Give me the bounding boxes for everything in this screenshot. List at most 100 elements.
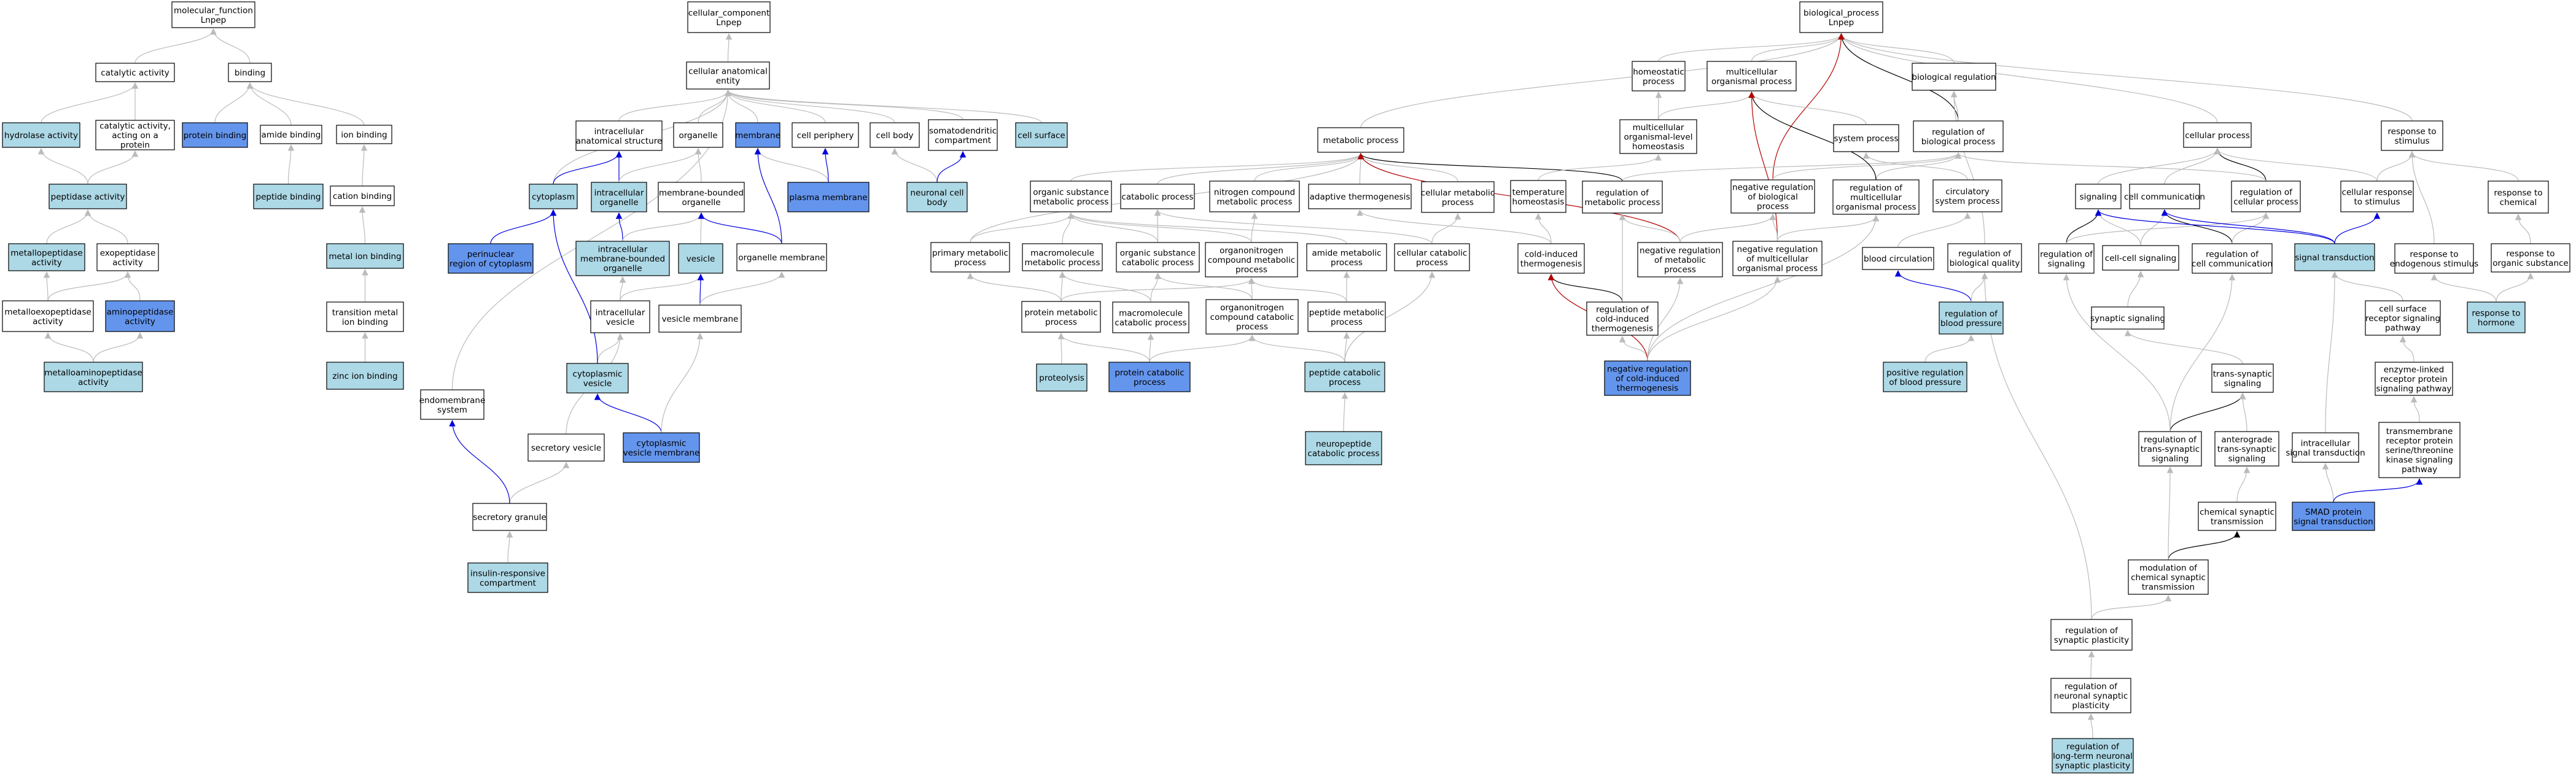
go-term-label: vesicle: [583, 379, 612, 389]
go-term-label: homeostatic: [1633, 67, 1684, 77]
go-term-box: [1799, 1, 1883, 33]
is-a-edge: [246, 82, 365, 126]
go-term-label: organismal process: [1711, 77, 1792, 87]
part-of-edge: [550, 209, 598, 364]
go-term-box: [2091, 306, 2165, 330]
go-term-node: signaling: [2075, 184, 2122, 209]
go-term-label: cellular response: [2342, 187, 2413, 197]
go-term-label: regulation of: [1596, 305, 1649, 315]
go-term-node: synaptic signaling: [2090, 306, 2165, 330]
go-term-node: hydrolase activity: [2, 122, 80, 148]
go-term-label: transition metal: [332, 308, 398, 317]
is-a-edge: [2236, 466, 2251, 503]
go-term-box: [2378, 422, 2461, 478]
is-a-edge: [1679, 213, 1776, 243]
go-term-node: vesicle membrane: [658, 305, 742, 333]
is-a-edge: [2087, 713, 2095, 739]
go-term-label: hydrolase activity: [4, 131, 78, 141]
go-term-label: cold-induced: [1525, 249, 1578, 259]
go-term-label: cell communication: [2124, 192, 2205, 202]
go-term-box: [1932, 179, 2002, 212]
go-term-node: membrane: [735, 122, 780, 148]
is-a-edge: [1251, 212, 1258, 243]
go-term-label: entity: [716, 76, 740, 86]
go-term-node: system process: [1833, 124, 1899, 152]
is-a-edge: [725, 89, 758, 123]
go-term-label: organelle: [679, 131, 717, 141]
is-a-edge: [2322, 462, 2334, 503]
go-term-label: cell surface: [1018, 131, 1065, 141]
go-term-label: catalytic activity,: [99, 122, 171, 131]
go-term-box: [1832, 179, 1920, 215]
go-term-box: [1604, 360, 1691, 396]
is-a-edge: [699, 271, 785, 306]
go-term-box: [1637, 242, 1723, 277]
go-term-box: [736, 243, 827, 271]
go-term-label: protein catabolic: [1115, 368, 1184, 378]
go-term-node: binding: [228, 63, 272, 82]
go-term-label: metalloexopeptidase: [4, 307, 91, 317]
go-term-label: molecular_function: [174, 6, 253, 15]
go-term-label: somatodendritic: [929, 126, 997, 136]
go-term-label: chemical: [2500, 198, 2537, 208]
go-term-label: system process: [1936, 196, 2000, 206]
go-term-label: perinuclear: [467, 249, 515, 259]
go-term-box: [2467, 301, 2526, 333]
is-a-edge: [725, 89, 826, 123]
go-term-label: positive regulation: [1886, 368, 1964, 378]
is-a-edge: [509, 461, 570, 504]
is-a-edge: [1154, 272, 1253, 300]
go-term-node: protein binding: [182, 122, 248, 148]
go-term-label: vesicle: [606, 317, 635, 327]
go-term-label: amide metabolic: [1312, 248, 1381, 258]
go-term-label: body: [927, 198, 947, 208]
is-a-edge: [1862, 152, 1968, 180]
is-a-edge: [725, 89, 963, 120]
go-term-box: [228, 63, 272, 82]
is-a-edge: [1067, 212, 1252, 243]
go-term-label: synaptic signaling: [2090, 314, 2165, 324]
go-term-label: regulation of: [2065, 626, 2119, 635]
is-a-edge: [1157, 152, 1364, 185]
go-term-label: signaling: [2224, 379, 2262, 389]
is-a-edge: [725, 33, 733, 63]
is-a-edge: [970, 212, 1075, 243]
go-term-box: [2, 300, 94, 332]
go-term-label: response to: [2506, 249, 2555, 258]
part-of-edge: [2333, 478, 2423, 503]
go-term-node: zinc ion binding: [326, 362, 404, 390]
go-term-box: [2292, 432, 2359, 463]
go-term-label: trans-synaptic: [2213, 369, 2272, 379]
go-term-box: [2211, 363, 2274, 393]
go-term-label: cellular_component: [688, 8, 769, 18]
is-a-edge: [47, 271, 131, 301]
go-term-label: cell body: [876, 131, 914, 141]
go-term-label: endomembrane: [419, 395, 486, 405]
go-term-label: vesicle membrane: [662, 314, 739, 324]
go-term-box: [1307, 301, 1386, 332]
is-a-edge: [1360, 33, 1845, 128]
is-a-edge: [287, 144, 295, 185]
part-of-edge: [2161, 209, 2335, 244]
go-term-box: [906, 182, 968, 212]
go-term-label: cellular catabolic: [1397, 248, 1468, 258]
go-term-label: plasticity: [2072, 701, 2109, 711]
go-term-label: activity: [78, 378, 109, 387]
go-term-box: [566, 363, 629, 394]
is-a-edge: [2063, 273, 2171, 432]
go-term-label: metabolic process: [1323, 136, 1399, 146]
part-of-edge: [754, 147, 782, 244]
go-term-box: [1305, 431, 1382, 465]
go-term-label: organelle membrane: [738, 253, 825, 263]
go-term-label: catabolic process: [1307, 449, 1379, 459]
go-term-box: [735, 122, 780, 148]
